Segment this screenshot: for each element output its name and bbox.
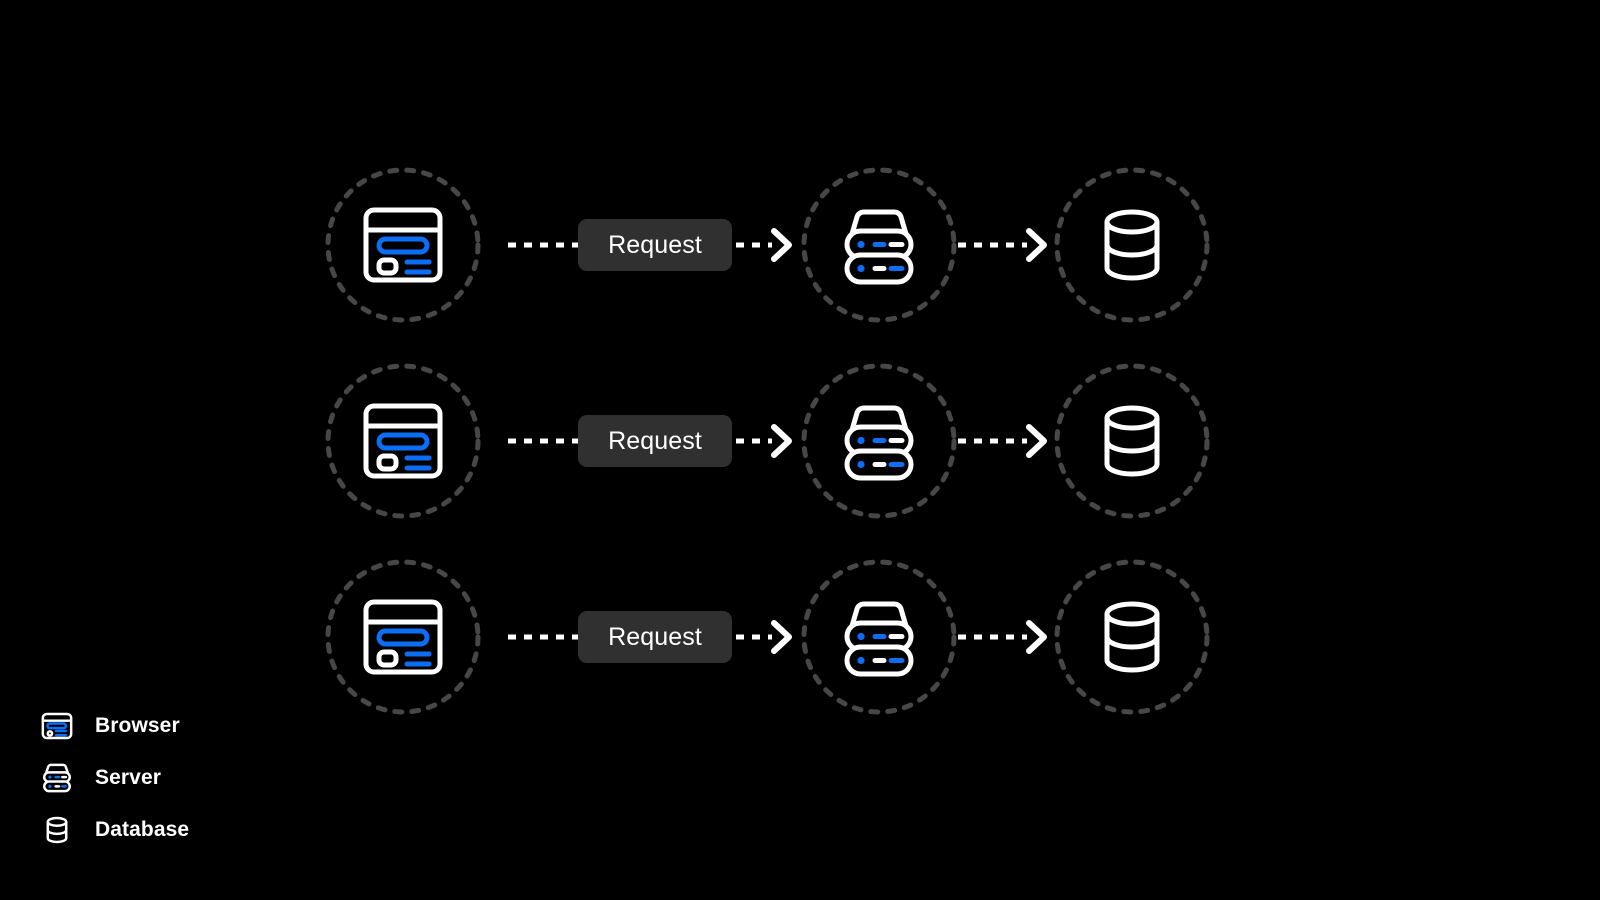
node-database[interactable] <box>1052 361 1212 521</box>
database-icon <box>40 813 74 847</box>
dotted-ring <box>1052 361 1212 521</box>
request-label-text: Request <box>608 230 702 259</box>
legend-label: Server <box>95 766 161 789</box>
node-server[interactable] <box>799 165 959 325</box>
dotted-ring <box>1052 165 1212 325</box>
server-icon <box>831 589 927 685</box>
request-label-chip[interactable]: Request <box>578 611 732 663</box>
flow-row: Request <box>0 341 1600 541</box>
request-label-text: Request <box>608 426 702 455</box>
server-icon <box>40 761 74 795</box>
flow-row: Request <box>0 145 1600 345</box>
legend: Browser Server <box>40 700 380 856</box>
database-icon <box>1084 197 1180 293</box>
node-browser[interactable] <box>323 165 483 325</box>
legend-item-database: Database <box>40 804 380 856</box>
connector-server-to-database <box>950 145 1055 345</box>
dotted-ring <box>799 557 959 717</box>
node-browser[interactable] <box>323 557 483 717</box>
legend-item-server: Server <box>40 752 380 804</box>
node-server[interactable] <box>799 557 959 717</box>
browser-icon <box>355 393 451 489</box>
request-label-text: Request <box>608 622 702 651</box>
legend-label: Browser <box>95 714 180 737</box>
browser-icon <box>355 589 451 685</box>
connector-browser-to-server <box>500 145 800 345</box>
dotted-ring <box>323 361 483 521</box>
flow-row: Request <box>0 537 1600 737</box>
dotted-ring <box>323 165 483 325</box>
connector-browser-to-server <box>500 341 800 541</box>
dotted-ring <box>323 557 483 717</box>
legend-label: Database <box>95 818 190 841</box>
database-icon <box>1084 393 1180 489</box>
browser-icon <box>40 709 74 743</box>
connector-server-to-database <box>950 341 1055 541</box>
dotted-ring <box>1052 557 1212 717</box>
node-database[interactable] <box>1052 557 1212 717</box>
request-label-chip[interactable]: Request <box>578 219 732 271</box>
server-icon <box>831 197 927 293</box>
database-icon <box>1084 589 1180 685</box>
connector-browser-to-server <box>500 537 800 737</box>
browser-icon <box>355 197 451 293</box>
connector-server-to-database <box>950 537 1055 737</box>
node-database[interactable] <box>1052 165 1212 325</box>
server-icon <box>831 393 927 489</box>
node-browser[interactable] <box>323 361 483 521</box>
legend-item-browser: Browser <box>40 700 380 752</box>
node-server[interactable] <box>799 361 959 521</box>
dotted-ring <box>799 361 959 521</box>
request-label-chip[interactable]: Request <box>578 415 732 467</box>
dotted-ring <box>799 165 959 325</box>
